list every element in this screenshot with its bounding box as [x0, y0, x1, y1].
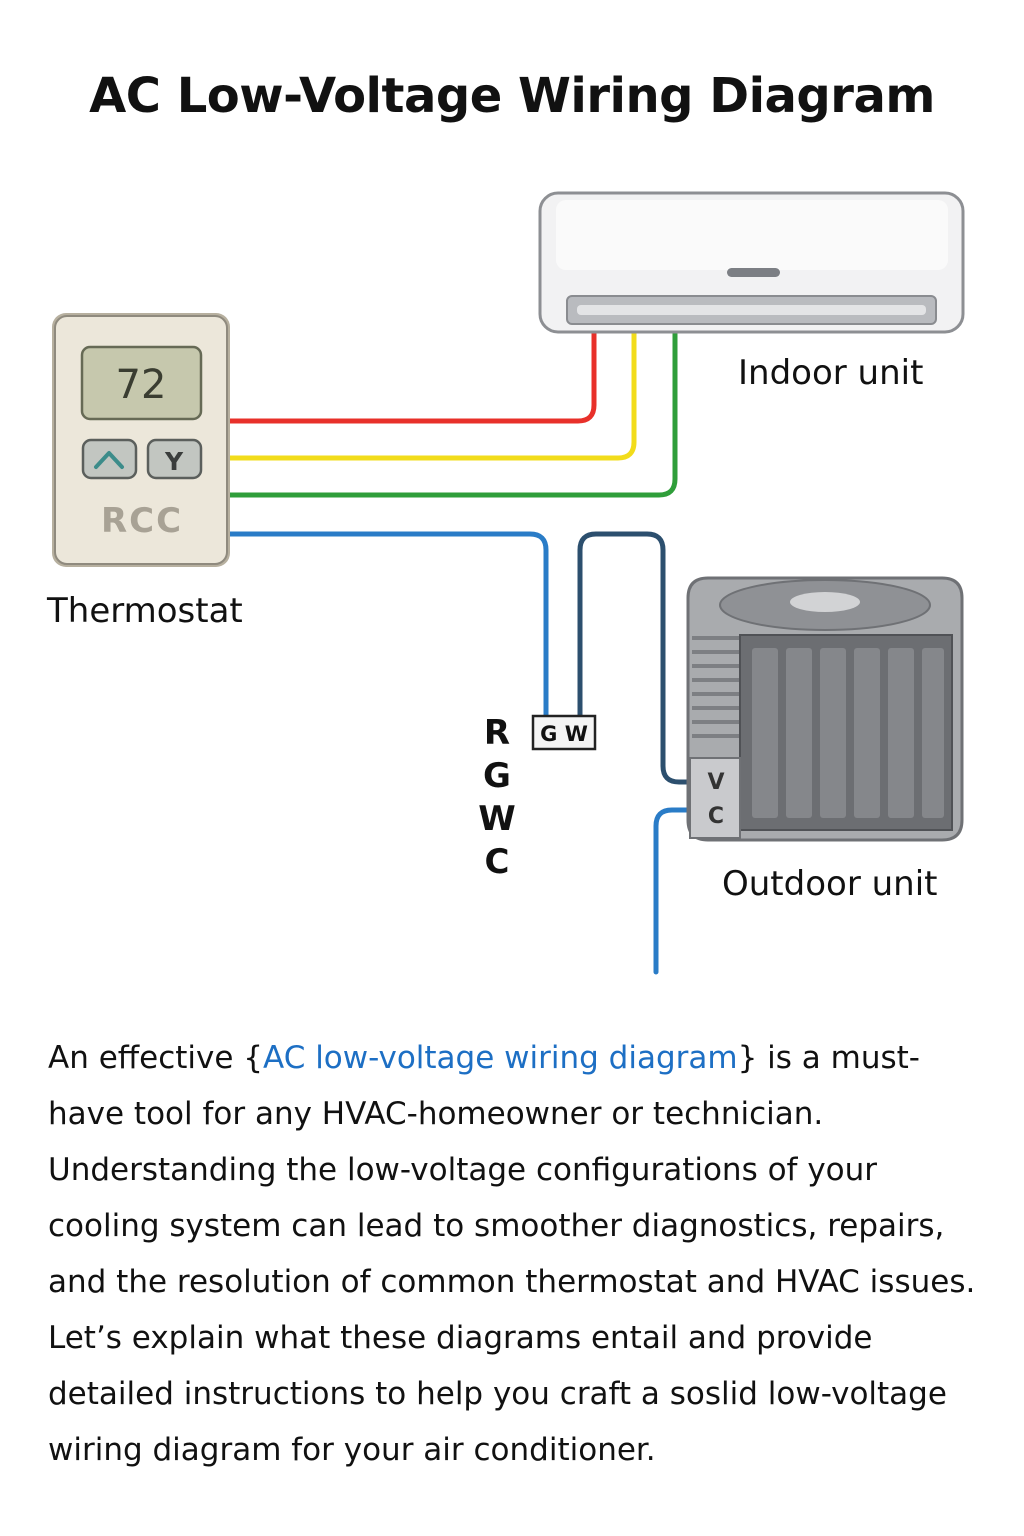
outdoor-unit [686, 576, 964, 842]
paragraph-body: } is a must-have tool for any HVAC-homeo… [48, 1040, 976, 1468]
thermostat-up-button [81, 438, 138, 480]
junction-label: G W [540, 722, 588, 746]
terminal-list: R G W C [472, 712, 522, 884]
thermostat [52, 313, 230, 567]
junction-box [531, 714, 597, 751]
green-wire [227, 330, 678, 498]
terminal-w: W [478, 799, 516, 839]
up-arrow-icon [94, 451, 124, 469]
outdoor-terminal-panel [689, 757, 741, 839]
wiring-diagram: 72 Y RCC V C G W [52, 191, 965, 975]
outdoor-terminal-c: C [708, 804, 724, 829]
thermostat-terminal-text: RCC [101, 501, 183, 541]
fan-hub [790, 592, 860, 612]
blue-c-wire [653, 807, 693, 975]
red-wire [227, 330, 597, 424]
thermostat-y-label: Y [164, 447, 184, 476]
terminal-c: C [484, 842, 510, 882]
page-title: AC Low-Voltage Wiring Diagram [89, 68, 935, 124]
indoor-unit-indicator [727, 268, 780, 277]
yellow-wire [227, 330, 637, 461]
thermostat-display [80, 345, 203, 421]
description-paragraph: An effective {AC low-voltage wiring diag… [48, 1030, 988, 1478]
terminal-r: R [483, 713, 511, 753]
indoor-unit [538, 191, 965, 334]
outdoor-terminal-v: V [707, 770, 724, 795]
blue-wire [227, 531, 549, 721]
terminal-g: G [483, 756, 511, 796]
paragraph-intro: An effective { [48, 1040, 264, 1076]
thermostat-display-value: 72 [116, 362, 167, 408]
indoor-unit-label: Indoor unit [738, 353, 924, 393]
wiring-diagram-link[interactable]: AC low-voltage wiring diagram [263, 1040, 738, 1076]
thermostat-label: Thermostat [47, 591, 243, 631]
navy-wire [577, 531, 693, 785]
thermostat-y-button [146, 438, 203, 480]
outdoor-unit-label: Outdoor unit [722, 864, 938, 904]
